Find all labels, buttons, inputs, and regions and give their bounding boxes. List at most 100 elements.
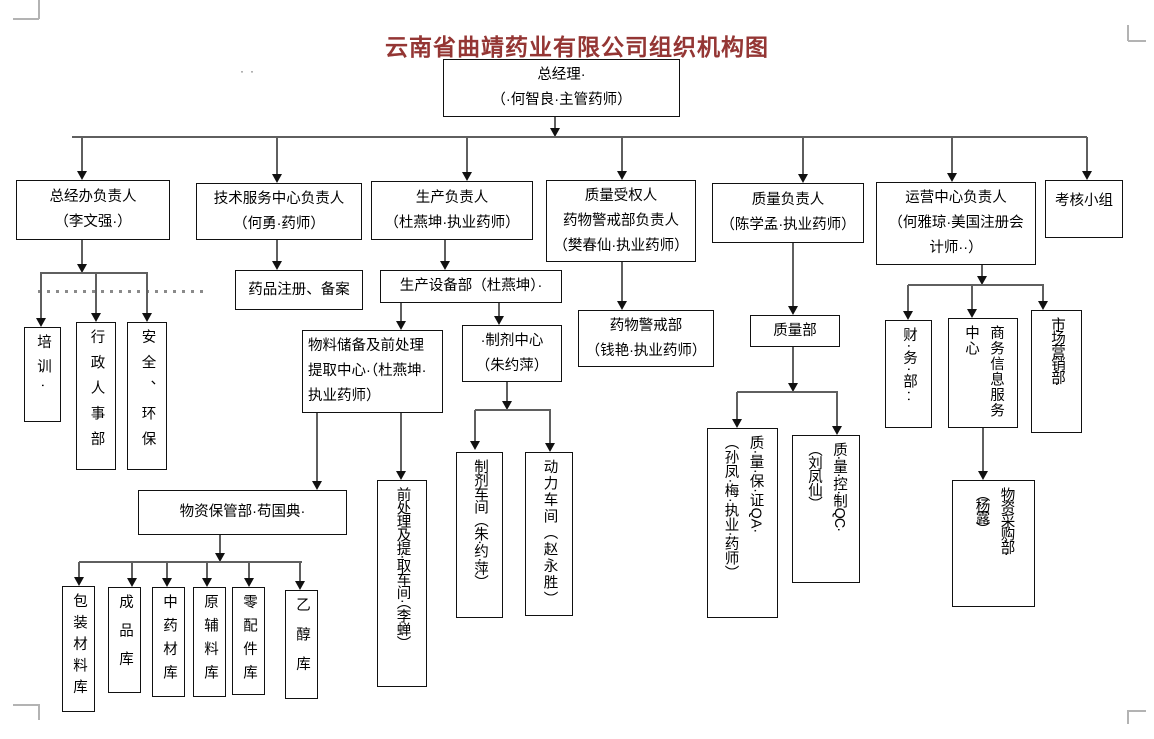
- connector-arrow: [947, 173, 957, 182]
- node-material-storage-pretreatment-center: 物料储备及前处理 提取中心·（杜燕坤· 执业药师）: [302, 330, 443, 413]
- connector-arrow: [312, 481, 322, 490]
- connector-line: [466, 137, 468, 173]
- connector-line: [498, 303, 500, 318]
- node-material-purchasing-dept: 物·资·采·购·部· （杨露）: [952, 480, 1035, 607]
- node-pretreatment-extraction-workshop: 前处理及提·取车间·（李蝉）: [377, 480, 427, 687]
- connector-arrow: [1082, 171, 1092, 180]
- connector-line: [78, 562, 80, 579]
- connector-line: [836, 392, 838, 428]
- connector-arrow: [545, 443, 555, 452]
- connector-arrow: [91, 313, 101, 322]
- node-label: 物·资·采·购·部· （杨露）: [973, 487, 1015, 554]
- node-label: 成品库: [117, 594, 133, 680]
- page-corner-mark: [13, 704, 39, 706]
- connector-arrow: [903, 311, 913, 320]
- connector-arrow: [244, 578, 254, 587]
- connector-line: [400, 413, 402, 473]
- connector-line: [72, 136, 1087, 138]
- connector-line: [1042, 285, 1044, 303]
- node-quality-assurance-qa: 质·量·保·证QA· （孙凤·梅·执业·药师）: [707, 428, 778, 618]
- connector-line: [81, 240, 83, 267]
- connector-arrow: [550, 128, 560, 137]
- connector-line: [981, 265, 983, 278]
- connector-arrow: [295, 581, 305, 590]
- connector-line: [554, 117, 556, 129]
- connector-line: [736, 392, 738, 421]
- node-tech-service-head: 技术服务中心负责人 （何勇·药师）: [196, 183, 362, 240]
- node-operations-head: 运营中心负责人 （何雅琼·美国注册会 计师··）: [876, 182, 1036, 265]
- connector-arrow: [202, 578, 212, 587]
- node-power-workshop: 动力车间（赵永胜）: [525, 452, 573, 616]
- connector-line: [475, 409, 551, 411]
- node-label: 质·量·保·证QA· （孙凤·梅·执业·药师）: [722, 435, 764, 580]
- connector-line: [1086, 137, 1088, 172]
- node-safety-environment: 安全、环保: [127, 322, 167, 470]
- node-label: 制剂车间（朱·约·萍）: [472, 459, 488, 589]
- connector-arrow: [798, 174, 808, 183]
- page-corner-mark: [1127, 710, 1129, 724]
- page-corner-mark: [1127, 25, 1129, 41]
- connector-line: [131, 562, 133, 580]
- connector-arrow: [470, 441, 480, 450]
- node-quality-control-qc: 质·量·控·制QC· （刘凤仙）: [792, 435, 860, 583]
- node-finished-goods-warehouse: 成品库: [108, 587, 141, 693]
- node-drug-registration: 药品注册、备案: [235, 270, 363, 310]
- connector-arrow: [788, 383, 798, 392]
- node-finance-dept: 财·务·部··: [885, 320, 932, 428]
- node-label: 前处理及提·取车间·（李蝉）: [394, 487, 411, 650]
- node-production-head: 生产负责人 （杜燕坤·执业药师）: [371, 181, 533, 240]
- connector-line: [316, 413, 318, 483]
- node-label: 零配件库: [241, 594, 257, 688]
- connector-line: [982, 428, 984, 473]
- connector-arrow: [502, 401, 512, 410]
- node-business-info-service-center: 商务信息服务 中心: [948, 318, 1018, 428]
- connector-line: [792, 347, 794, 385]
- connector-arrow: [77, 264, 87, 273]
- connector-arrow: [617, 171, 627, 180]
- page-corner-mark: [1128, 710, 1146, 712]
- connector-arrow: [732, 419, 742, 428]
- connector-line: [146, 273, 148, 315]
- connector-arrow: [36, 318, 46, 327]
- connector-arrow: [977, 276, 987, 285]
- node-preparation-center: ·制剂中心 （朱约萍）: [462, 325, 562, 382]
- connector-line: [802, 137, 804, 175]
- connector-line: [792, 243, 794, 308]
- connector-line: [621, 137, 623, 172]
- connector-line: [248, 562, 250, 580]
- connector-line: [400, 303, 402, 323]
- connector-line: [299, 562, 301, 583]
- connector-arrow: [74, 577, 84, 586]
- connector-arrow: [272, 261, 282, 270]
- connector-arrow: [494, 316, 504, 325]
- connector-line: [737, 391, 838, 393]
- connector-arrow: [617, 301, 627, 310]
- node-general-manager: 总经理· （·何智良·主管药师）: [443, 59, 680, 117]
- connector-arrow: [396, 321, 406, 330]
- connector-line: [206, 562, 208, 580]
- node-label: 包装材料库: [71, 593, 87, 701]
- connector-line: [79, 561, 302, 563]
- connector-arrow: [272, 174, 282, 183]
- connector-arrow: [142, 313, 152, 322]
- node-assessment-team: 考核小组: [1045, 180, 1123, 238]
- connector-line: [444, 240, 446, 263]
- connector-line: [40, 272, 148, 274]
- connector-line: [907, 285, 909, 313]
- connector-line: [276, 240, 278, 263]
- connector-line: [166, 562, 168, 580]
- formatting-marks: ··: [240, 64, 260, 78]
- connector-arrow: [396, 471, 406, 480]
- connector-arrow: [788, 306, 798, 315]
- node-label: 行政人事部: [88, 329, 105, 457]
- node-ethanol-warehouse: 乙醇库: [285, 590, 318, 699]
- node-chinese-medicine-warehouse: 中药材库: [152, 587, 185, 697]
- connector-line: [549, 410, 551, 446]
- connector-line: [81, 137, 83, 173]
- node-production-equipment-dept: 生产设备部（杜燕坤）·: [380, 270, 562, 303]
- node-quality-head: 质量负责人 （陈学孟·执业药师）: [712, 183, 864, 243]
- node-preparation-workshop: 制剂车间（朱·约·萍）: [456, 452, 503, 618]
- node-quality-dept: 质量部: [750, 315, 840, 347]
- connector-line: [908, 284, 1044, 286]
- connector-line: [971, 285, 973, 311]
